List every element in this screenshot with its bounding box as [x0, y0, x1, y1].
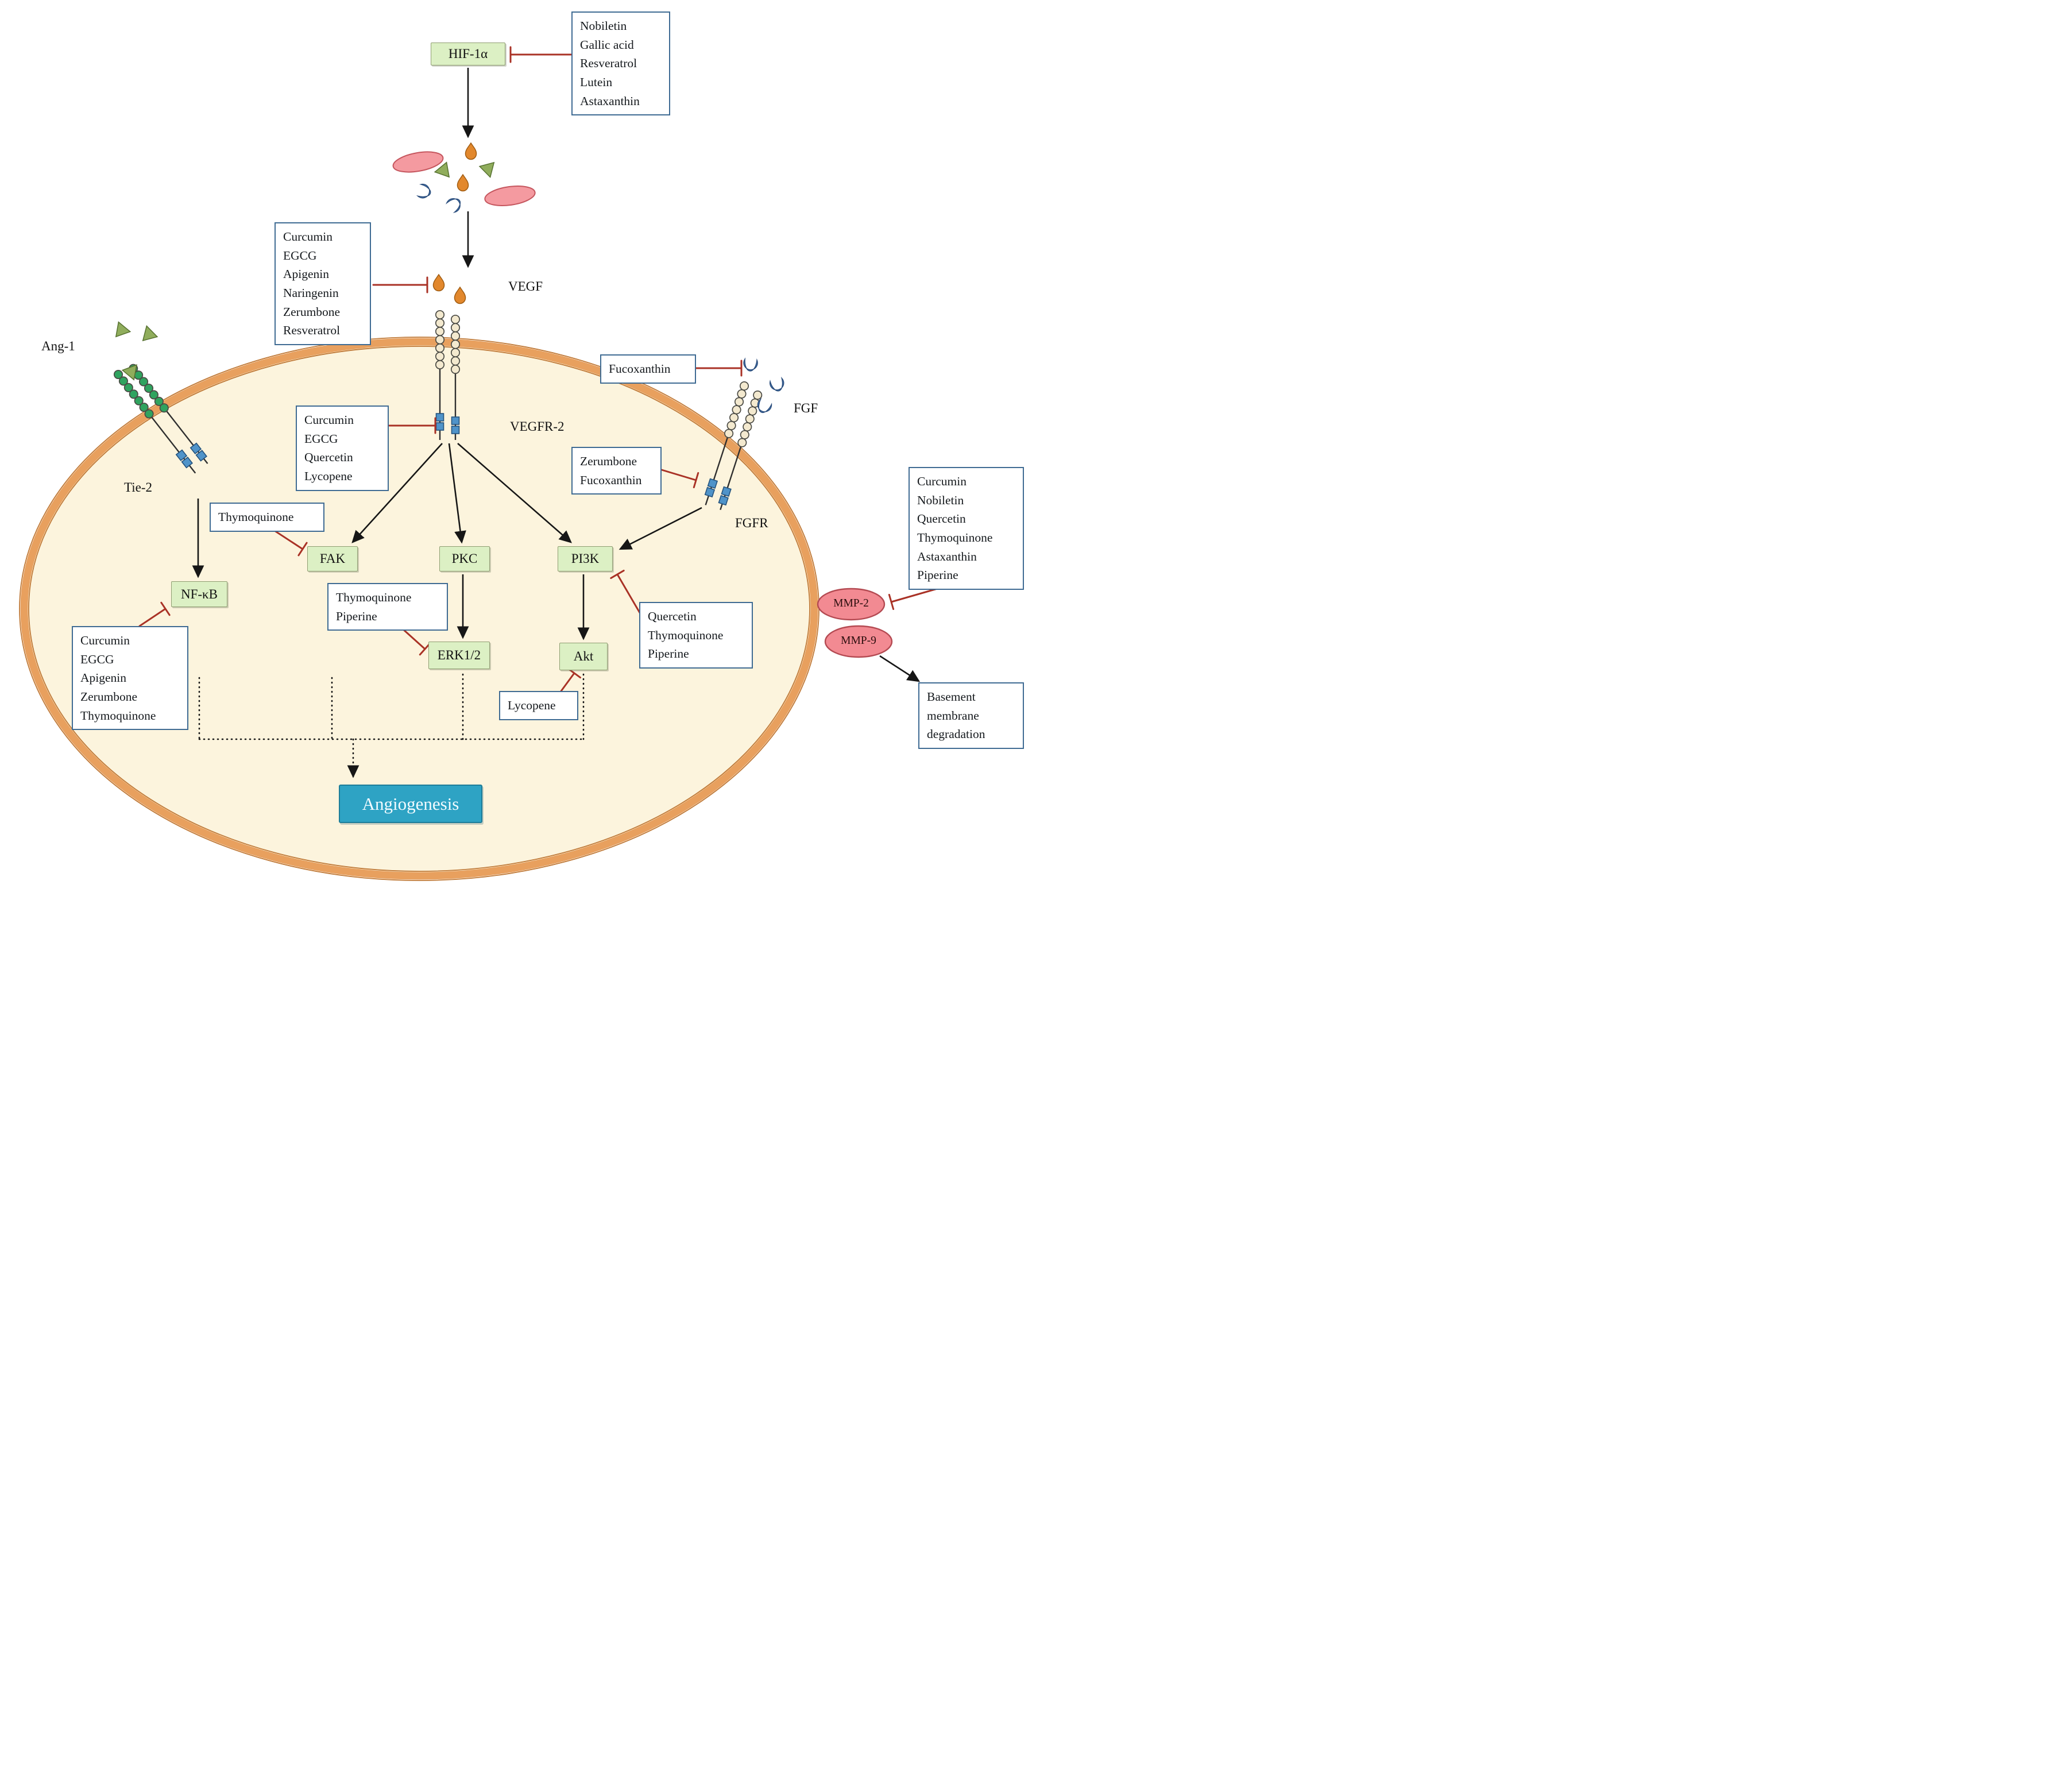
node-pkc: PKC: [439, 546, 490, 571]
box-fgfr-inhibitors: Zerumbone Fucoxanthin: [571, 447, 662, 495]
label-fgf: FGF: [794, 401, 818, 415]
inhibition-lines: [138, 46, 938, 694]
label-ang1: Ang-1: [41, 339, 75, 353]
mmp-ovals-icon: [817, 588, 893, 658]
box-pi3k-inhibitors: Quercetin Thymoquinone Piperine: [639, 602, 753, 669]
label-mmp2: MMP-2: [833, 597, 869, 609]
label-fgfr: FGFR: [735, 516, 768, 530]
box-vegf-inhibitors: Curcumin EGCG Apigenin Naringenin Zerumb…: [275, 222, 371, 346]
box-basement-membrane-degradation: Basement membrane degradation: [918, 682, 1024, 750]
node-akt: Akt: [559, 643, 608, 670]
signal-molecule-cluster-icon: [392, 142, 536, 214]
box-mmp-inhibitors: Curcumin Nobiletin Quercetin Thymoquinon…: [909, 467, 1024, 590]
diagram-graphics-layer: [19, 46, 938, 881]
angiogenesis-pathway-diagram: Nobiletin Gallic acid Resveratrol Lutein…: [0, 0, 1036, 885]
dotted-convergence-lines: [198, 673, 585, 778]
box-nfkb-inhibitors: Curcumin EGCG Apigenin Zerumbone Thymoqu…: [72, 626, 188, 731]
node-angiogenesis: Angiogenesis: [339, 785, 482, 823]
label-vegf: VEGF: [508, 279, 543, 293]
box-hif1a-inhibitors: Nobiletin Gallic acid Resveratrol Lutein…: [571, 11, 670, 116]
box-fak-inhibitor: Thymoquinone: [210, 503, 324, 532]
label-vegfr2: VEGFR-2: [510, 419, 565, 434]
box-erk-inhibitors: Thymoquinone Piperine: [327, 583, 448, 631]
label-tie2: Tie-2: [124, 480, 152, 495]
vegf-ligand-icon: [432, 274, 466, 304]
node-hif1a: HIF-1α: [431, 43, 505, 65]
node-fak: FAK: [307, 546, 358, 571]
box-akt-inhibitor: Lycopene: [499, 691, 578, 720]
box-vegfr2-inhibitors: Curcumin EGCG Quercetin Lycopene: [296, 405, 389, 491]
node-pi3k: PI3K: [558, 546, 613, 571]
activation-arrows: [192, 68, 921, 682]
node-nfkb: NF-κB: [171, 581, 227, 607]
label-mmp9: MMP-9: [841, 635, 876, 647]
box-fgf-inhibitor: Fucoxanthin: [600, 354, 696, 384]
node-erk12: ERK1/2: [428, 642, 490, 669]
fgf-ligand-icon: [743, 358, 786, 416]
